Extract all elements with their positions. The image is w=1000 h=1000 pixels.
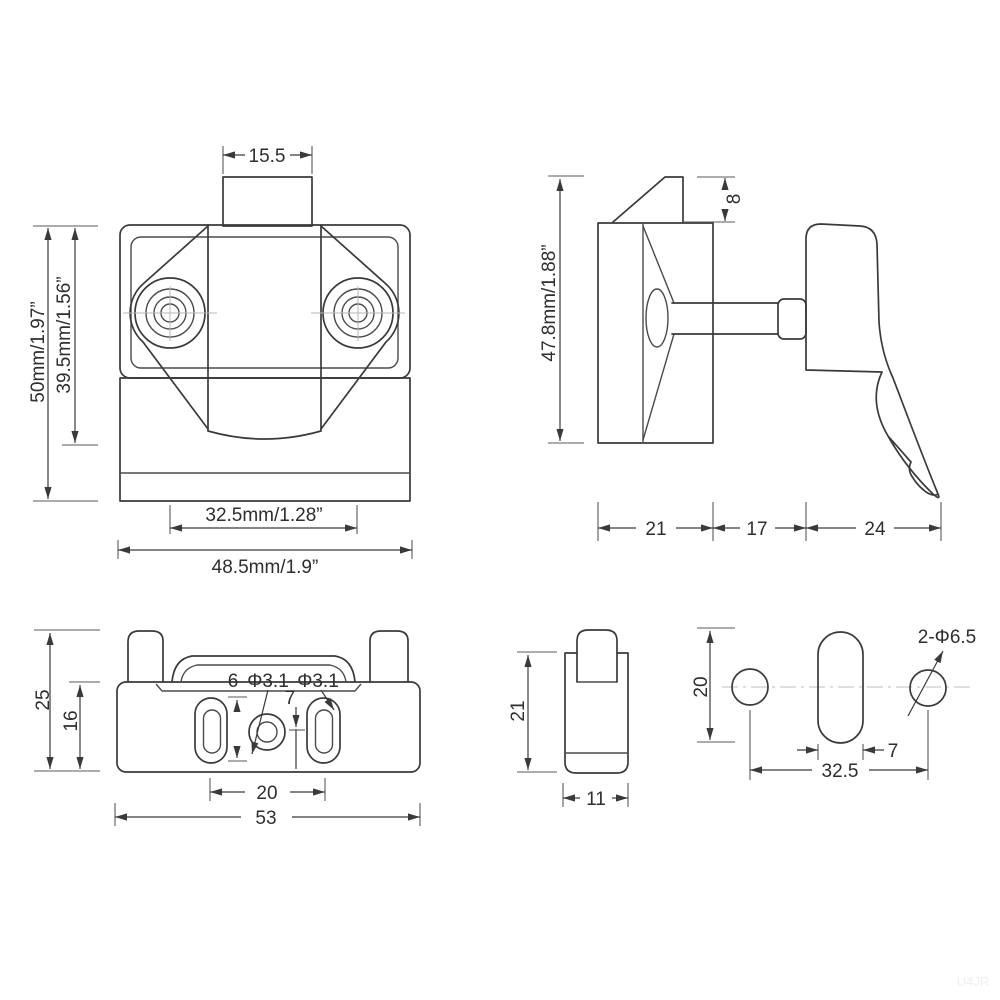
bracket-tab xyxy=(576,629,618,683)
side-body-outline xyxy=(597,222,714,444)
front-right-wing xyxy=(320,225,400,430)
top-dim-hole-offset: 7 xyxy=(285,688,305,769)
top-callout-hole-left: Φ3.1 xyxy=(247,671,289,755)
side-view: 47.8mm/1.88” 8 21 17 24 xyxy=(539,175,942,541)
dim-label-body-depth: 21 xyxy=(645,519,666,540)
bracket-body xyxy=(564,652,629,774)
dim-label: 8 xyxy=(724,194,745,205)
side-latch-lip xyxy=(612,176,684,223)
bracket-side-view: 21 11 xyxy=(508,629,629,810)
dim-label: 20 xyxy=(691,676,712,697)
dim-label: 16 xyxy=(61,710,82,731)
dim-label: 48.5mm/1.9” xyxy=(212,557,319,578)
front-dim-overall-width: 48.5mm/1.9” xyxy=(117,540,413,578)
watermark: U4JR xyxy=(957,974,990,989)
drill-dim-slot-height: 20 xyxy=(691,627,735,743)
top-step-line xyxy=(155,683,362,692)
drill-dim-slot-width: 7 xyxy=(797,741,898,762)
front-left-screw-boss xyxy=(123,277,217,349)
front-dim-overall-height: 50mm/1.97” xyxy=(28,225,98,502)
side-cam-ellipse xyxy=(645,288,669,348)
bracket-dim-width: 11 xyxy=(562,783,629,810)
crosshair xyxy=(311,286,405,341)
dia-label: Φ3.1 xyxy=(247,671,289,692)
dim-label: 47.8mm/1.88” xyxy=(539,244,560,361)
top-left-slot-outer xyxy=(194,697,228,764)
drill-dim-hole-spacing: 32.5 xyxy=(749,710,929,782)
dim-label: 50mm/1.97” xyxy=(28,301,49,402)
dim-label: 32.5mm/1.28” xyxy=(205,505,322,526)
top-center-hole-inner xyxy=(256,721,278,743)
front-dim-body-height: 39.5mm/1.56” xyxy=(54,228,98,446)
top-dim-overall-depth: 25 xyxy=(33,629,100,772)
front-dim-button-width: 15.5 xyxy=(222,146,313,174)
front-body-outline xyxy=(119,224,411,379)
front-left-wing xyxy=(129,225,209,430)
front-latch-band xyxy=(207,224,322,440)
drill-right-hole xyxy=(909,669,947,707)
side-shaft-collar xyxy=(777,298,807,340)
top-hump-inner xyxy=(180,664,347,683)
bracket-dim-height: 21 xyxy=(508,651,557,773)
dim-label: 53 xyxy=(255,808,276,829)
front-view: 15.5 50mm/1.97” 39.5mm/1.56” 32.5mm/1.28… xyxy=(28,146,413,578)
drill-left-hole xyxy=(731,668,769,706)
dim-label: 25 xyxy=(33,689,54,710)
dim-label-handle-depth: 24 xyxy=(864,519,886,540)
dim-label-neck-depth: 17 xyxy=(746,519,767,540)
side-dim-bottom-chain: 21 17 24 xyxy=(597,502,942,541)
dim-label: 21 xyxy=(508,700,529,721)
callout-label: 2-Φ6.5 xyxy=(918,627,976,648)
top-left-ear xyxy=(127,630,164,683)
front-push-button xyxy=(222,176,313,227)
crosshair xyxy=(123,286,217,341)
top-callout-hole-right: Φ3.1 xyxy=(297,671,339,711)
dim-label: 20 xyxy=(256,783,277,804)
dim-label: 11 xyxy=(586,789,606,810)
dia-label: Φ3.1 xyxy=(297,671,339,692)
drill-pattern-view: 2-Φ6.5 20 7 32.5 xyxy=(691,627,976,782)
top-dim-slot-offset: 6 xyxy=(228,671,247,762)
front-dim-hole-spacing: 32.5mm/1.28” xyxy=(169,505,358,534)
dim-label: 32.5 xyxy=(822,761,859,782)
top-dim-overall-width: 53 xyxy=(114,803,421,829)
dim-label: 39.5mm/1.56” xyxy=(54,276,75,393)
side-handle-knob xyxy=(805,223,940,499)
top-base-plate xyxy=(116,681,421,773)
top-dim-slot-spacing: 20 xyxy=(209,778,326,804)
top-right-slot-inner xyxy=(314,709,334,754)
side-dim-lip-height: 8 xyxy=(683,176,745,223)
top-center-hole-outer xyxy=(248,713,286,751)
dim-label: 6 xyxy=(228,671,239,692)
top-dim-base-depth: 16 xyxy=(61,681,100,769)
drill-center-slot xyxy=(817,631,864,744)
front-right-screw-boss xyxy=(311,277,405,349)
front-base-plate xyxy=(119,377,411,502)
dim-label: 15.5 xyxy=(249,146,286,167)
side-shaft xyxy=(671,302,779,335)
drill-hole-callout: 2-Φ6.5 xyxy=(907,627,976,717)
side-spring-lines xyxy=(642,225,675,441)
top-hump-outer xyxy=(171,655,356,683)
side-dim-overall-height: 47.8mm/1.88” xyxy=(539,175,584,444)
dim-label: 7 xyxy=(285,688,296,709)
top-right-slot-outer xyxy=(306,697,341,764)
top-right-ear xyxy=(369,630,409,683)
top-view: 6 Φ3.1 Φ3.1 7 25 16 xyxy=(33,629,421,829)
dim-label: 7 xyxy=(888,741,899,762)
top-left-slot-inner xyxy=(202,709,222,754)
